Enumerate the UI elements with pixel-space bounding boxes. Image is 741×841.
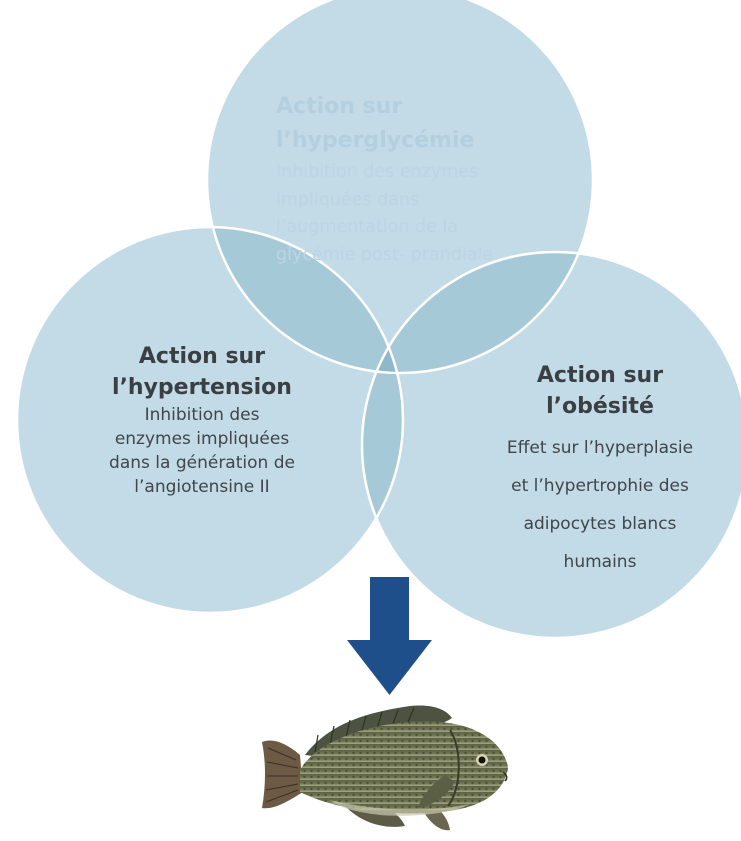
body-obesity-line1: Effet sur l’hyperplasie <box>506 438 694 458</box>
title-hyperglycemia-line2: l’hyperglycémie <box>276 128 475 153</box>
body-hyperglycemia-line4: glycémie post- prandiale <box>276 244 494 265</box>
body-hypertension-line4: l’angiotensine II <box>134 477 270 497</box>
body-hypertension-line3: dans la génération de <box>109 453 295 473</box>
title-hyperglycemia-line1: Action sur <box>276 94 403 119</box>
overlap-top-left <box>207 227 403 373</box>
down-arrow-icon <box>347 577 432 695</box>
label-obesity: Action sur l’obésité Effet sur l’hyperpl… <box>450 360 741 574</box>
body-hypertension-line2: enzymes impliquées <box>114 429 290 449</box>
body-hyperglycemia-line2: impliquées dans <box>276 189 420 210</box>
label-hypertension: Action sur l’hypertension Inhibition des… <box>52 341 352 499</box>
body-obesity-line4: humains <box>563 552 637 572</box>
body-obesity-line2: et l’hypertrophie des <box>511 476 689 496</box>
tilapia-fish-icon <box>262 705 508 831</box>
body-hyperglycemia-line1: Inhibition des enzymes <box>276 162 479 182</box>
label-hyperglycemia: Action sur l’hyperglycémie Inhibition de… <box>276 90 576 268</box>
overlap-top-right <box>362 252 593 373</box>
title-obesity-line2: l’obésité <box>546 394 654 419</box>
title-hypertension-line1: Action sur <box>138 344 266 369</box>
title-obesity-line1: Action sur <box>536 363 664 388</box>
body-obesity-line3: adipocytes blancs <box>523 514 677 534</box>
body-hypertension-line1: Inhibition des <box>144 405 260 425</box>
title-hypertension-line2: l’hypertension <box>112 375 292 400</box>
body-hyperglycemia-line3: l’augmentation de la <box>276 217 458 237</box>
